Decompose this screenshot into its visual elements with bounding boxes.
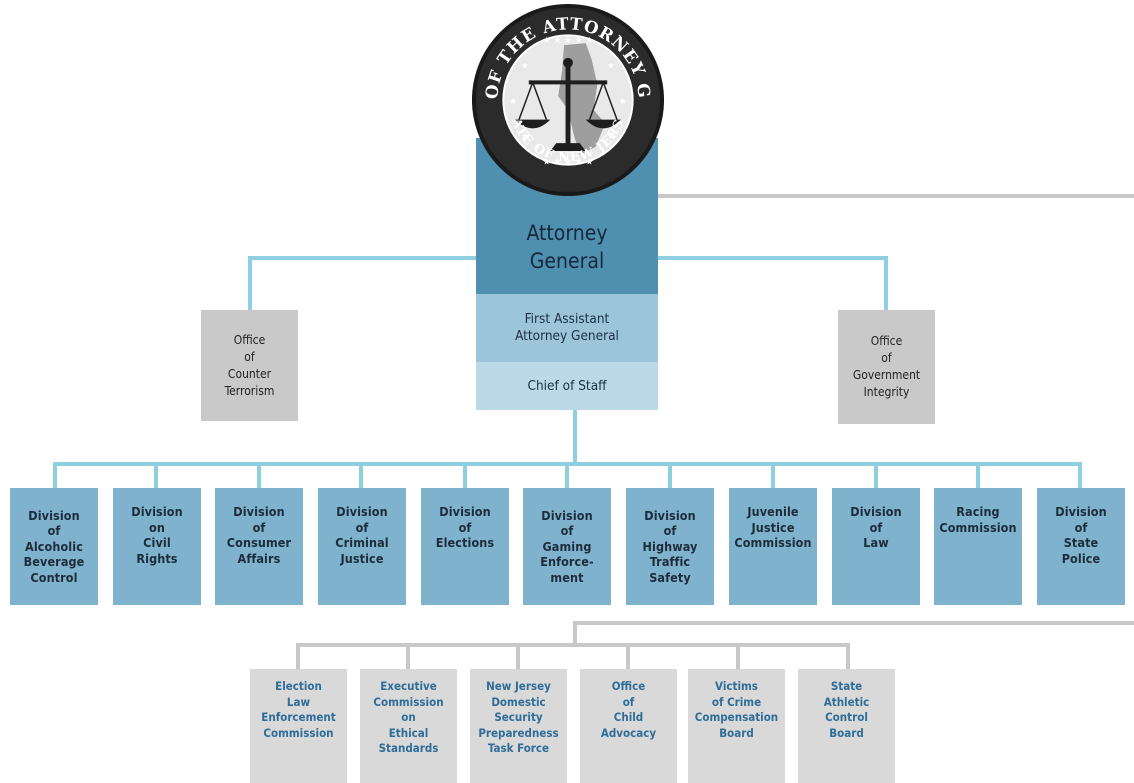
- svg-text:★ ★ ★ ★ ★: ★ ★ ★ ★ ★: [543, 36, 594, 46]
- division-label: Division on Civil Rights: [131, 504, 183, 566]
- division-box: Division of State Police: [1037, 488, 1125, 605]
- chief-of-staff-label: Chief of Staff: [527, 378, 607, 394]
- svg-text:★: ★: [521, 132, 529, 142]
- svg-text:★: ★: [607, 62, 615, 72]
- division-label: Division of Gaming Enforce- ment: [540, 507, 594, 585]
- division-label: Racing Commission: [939, 504, 1017, 535]
- blue-connector-lines: [53, 256, 1082, 490]
- office-counter-terrorism-label: Office of Counter Terrorism: [224, 332, 275, 398]
- sub-unit-box: Election Law Enforcement Commission: [250, 669, 347, 783]
- office-government-integrity-box: Office of Government Integrity: [838, 310, 935, 424]
- division-box: Juvenile Justice Commission: [729, 488, 817, 605]
- division-box: Division of Law: [832, 488, 920, 605]
- attorney-general-seal: ★ ★ ★ ★ ★ ★ ★ ★ ★ ★ ★ ★ ★ ★ ★ ★ OFFICE O…: [470, 2, 665, 197]
- sub-unit-label: New Jersey Domestic Security Preparednes…: [478, 679, 559, 755]
- division-label: Division of State Police: [1055, 504, 1107, 566]
- division-label: Division of Consumer Affairs: [226, 504, 292, 566]
- division-box: Division of Elections: [421, 488, 509, 605]
- sub-unit-label: State Athletic Control Board: [823, 679, 870, 740]
- sub-unit-label: Election Law Enforcement Commission: [261, 679, 336, 740]
- sub-unit-box: State Athletic Control Board: [798, 669, 895, 783]
- sub-unit-label: Executive Commission on Ethical Standard…: [373, 679, 444, 755]
- division-box: Racing Commission: [934, 488, 1022, 605]
- division-label: Juvenile Justice Commission: [734, 504, 812, 550]
- scales-of-justice-icon: [515, 57, 621, 151]
- sub-unit-label: Office of Child Advocacy: [600, 679, 657, 740]
- division-box: Division of Consumer Affairs: [215, 488, 303, 605]
- sub-unit-label: Victims of Crime Compensation Board: [694, 679, 779, 740]
- sub-unit-box: Office of Child Advocacy: [580, 669, 677, 783]
- sub-unit-box: New Jersey Domestic Security Preparednes…: [470, 669, 567, 783]
- chief-of-staff-box: Chief of Staff: [476, 362, 658, 410]
- office-counter-terrorism-box: Office of Counter Terrorism: [201, 310, 298, 421]
- division-box: Division on Civil Rights: [113, 488, 201, 605]
- attorney-general-label: Attorney General: [526, 221, 608, 273]
- division-box: Division of Criminal Justice: [318, 488, 406, 605]
- division-label: Division of Criminal Justice: [335, 504, 389, 566]
- svg-text:★ ★ ★ ★ ★: ★ ★ ★ ★ ★: [543, 158, 594, 168]
- office-government-integrity-label: Office of Government Integrity: [852, 334, 921, 399]
- sub-unit-box: Executive Commission on Ethical Standard…: [360, 669, 457, 783]
- svg-text:★: ★: [521, 62, 529, 72]
- svg-text:★: ★: [607, 132, 615, 142]
- division-label: Division of Elections: [435, 504, 495, 550]
- division-label: Division of Law: [850, 504, 902, 550]
- first-assistant-label: First Assistant Attorney General: [515, 311, 619, 344]
- svg-text:★: ★: [509, 97, 517, 107]
- svg-text:★: ★: [619, 97, 627, 107]
- gray-connector-lines: [296, 194, 1134, 671]
- division-label: Division of Highway Traffic Safety: [642, 507, 698, 585]
- division-label: Division of Alcoholic Beverage Control: [23, 507, 85, 585]
- division-box: Division of Alcoholic Beverage Control: [10, 488, 98, 605]
- division-box: Division of Highway Traffic Safety: [626, 488, 714, 605]
- division-box: Division of Gaming Enforce- ment: [523, 488, 611, 605]
- first-assistant-box: First Assistant Attorney General: [476, 294, 658, 362]
- sub-unit-box: Victims of Crime Compensation Board: [688, 669, 785, 783]
